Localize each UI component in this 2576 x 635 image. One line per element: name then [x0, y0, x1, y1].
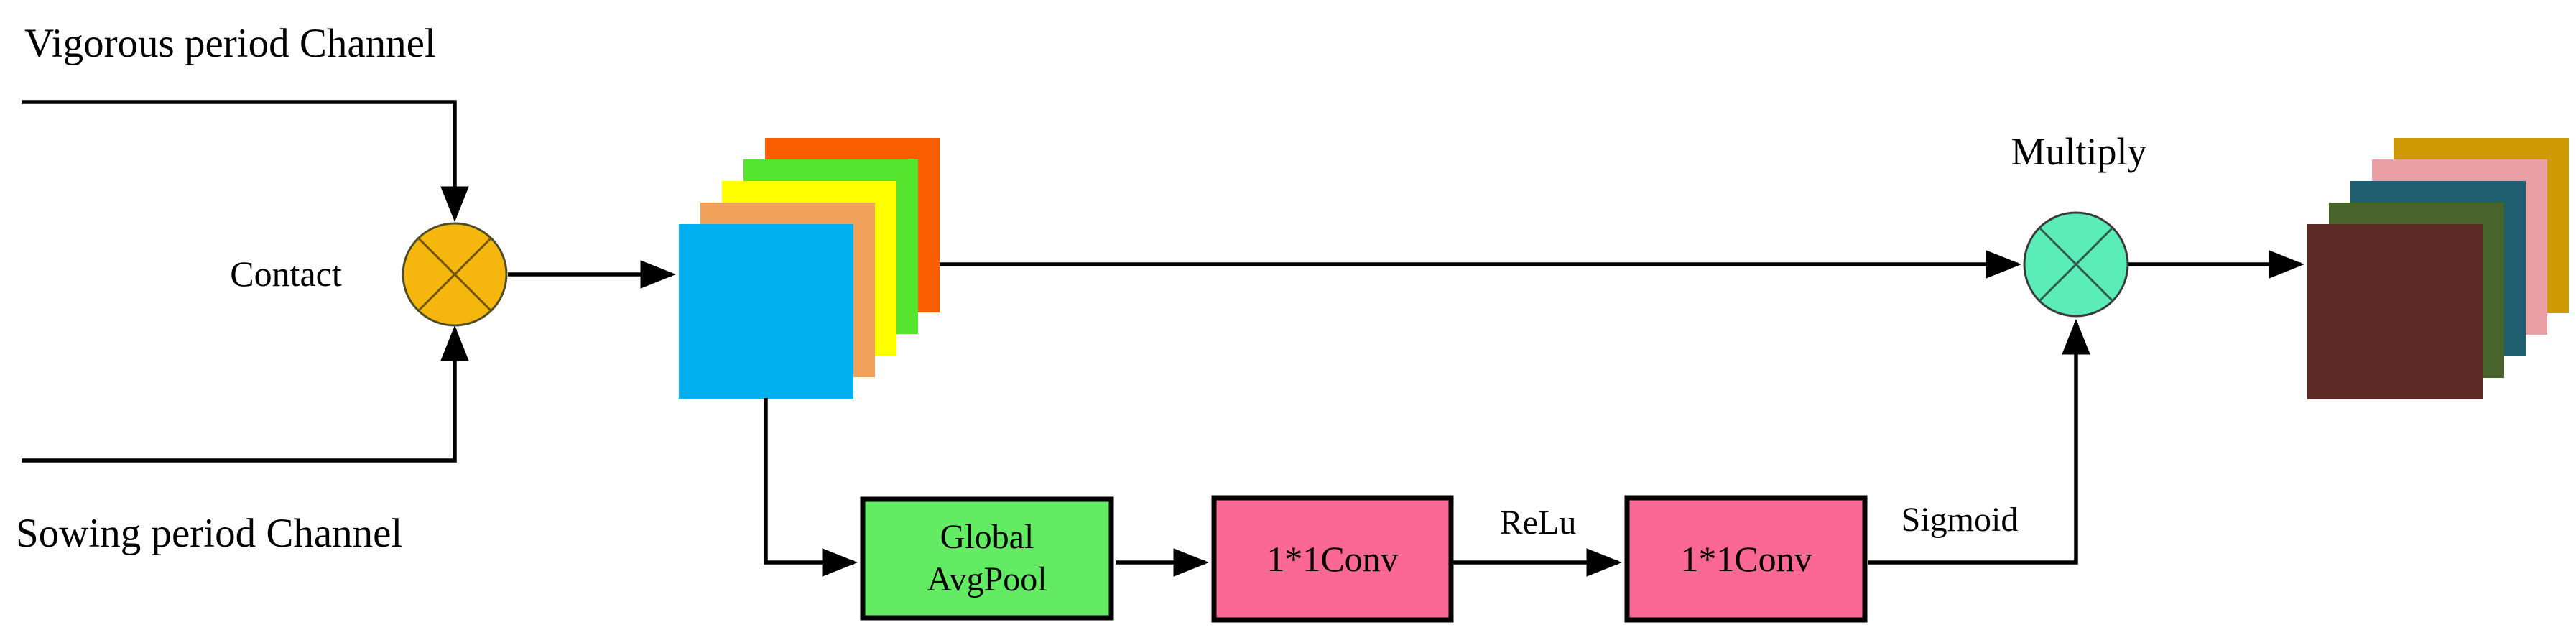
stack-to-pool-arrow — [764, 398, 858, 577]
sowing-period-channel-label: Sowing period Channel — [16, 511, 403, 556]
global-avgpool-label: Global AvgPool — [861, 497, 1113, 620]
sigmoid-to-multiply-arrow — [1868, 319, 2090, 565]
multiply-x-icon — [2038, 226, 2114, 302]
concat-x-icon — [417, 237, 492, 312]
left-stack-layer-blue — [679, 224, 853, 399]
conv1-box — [1211, 495, 1454, 623]
global-avgpool-label-line1: Global — [940, 517, 1034, 556]
conv1-label: 1*1Conv — [1266, 539, 1399, 579]
vigorous-input-arrow — [22, 100, 469, 222]
contact-operator-label: Contact — [230, 254, 342, 294]
sowing-input-arrow — [22, 325, 469, 463]
vigorous-period-channel-label: Vigorous period Channel — [24, 21, 436, 66]
relu-activation-label: ReLu — [1499, 504, 1577, 542]
right-stack-layer-brown — [2307, 224, 2483, 399]
sigmoid-activation-label: Sigmoid — [1901, 501, 2019, 539]
global-avgpool-box — [860, 496, 1114, 621]
multiply-operator-label: Multiply — [2011, 130, 2147, 173]
conv2-box — [1624, 495, 1868, 623]
conv2-label: 1*1Conv — [1680, 539, 1812, 579]
global-avgpool-label-line2: AvgPool — [927, 560, 1047, 598]
